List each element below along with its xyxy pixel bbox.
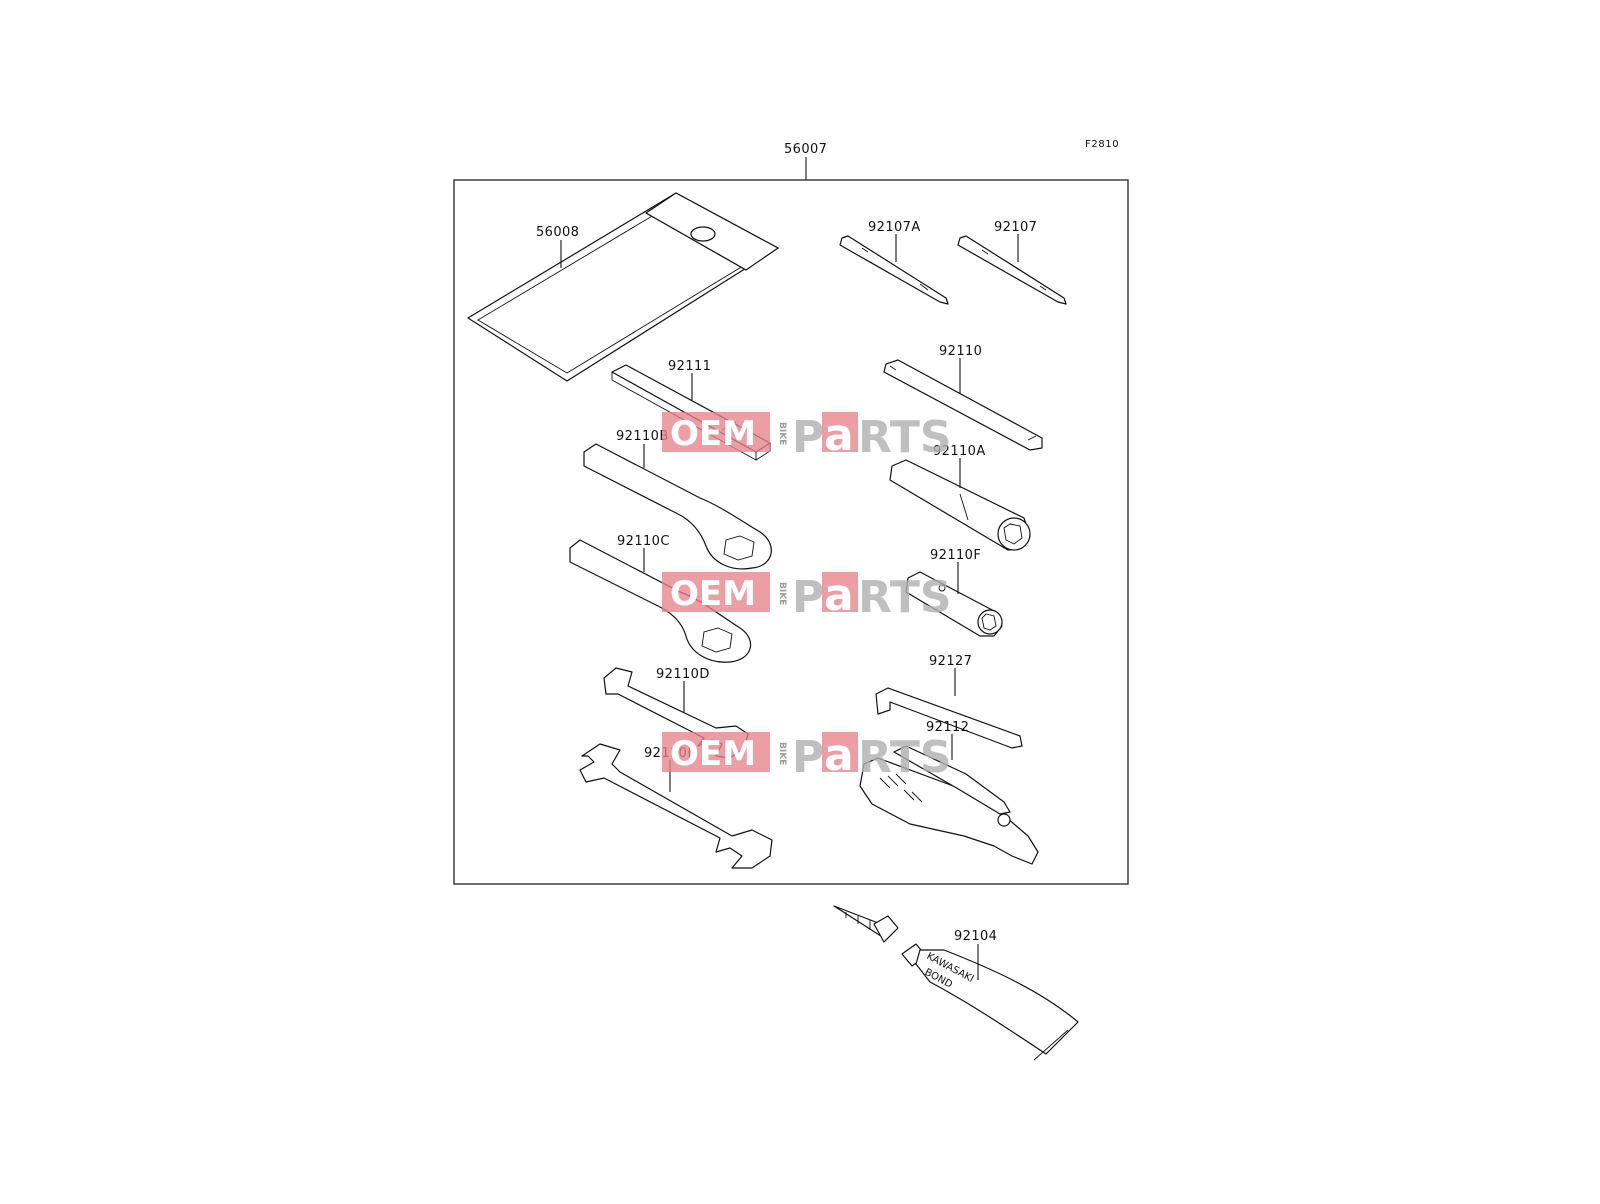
part-number: 92112 [926, 720, 969, 735]
svg-text:BIKE: BIKE [777, 422, 787, 445]
spanner-bar[interactable] [883, 359, 1043, 451]
svg-text:RTS: RTS [858, 572, 952, 623]
svg-text:OEM: OEM [670, 414, 756, 454]
pliers[interactable] [859, 745, 1039, 865]
part-number: 92110A [933, 444, 986, 459]
part-number: 92110D [656, 667, 710, 682]
part-number: 92111 [668, 359, 711, 374]
svg-text:BIKE: BIKE [777, 582, 787, 605]
box-spanner-a[interactable] [889, 459, 1031, 551]
svg-text:a: a [824, 570, 854, 621]
ring-wrench-b[interactable] [583, 443, 772, 570]
svg-text:P: P [792, 412, 824, 463]
hex-key[interactable] [875, 687, 1023, 749]
svg-text:P: P [792, 732, 824, 783]
part-number: 92107 [994, 220, 1037, 235]
svg-text:a: a [824, 410, 854, 461]
svg-text:a: a [824, 730, 854, 781]
screwdriver-bit[interactable] [957, 235, 1067, 305]
part-number: 92110B [616, 429, 669, 444]
part-number: 92104 [954, 929, 997, 944]
svg-text:P: P [792, 572, 824, 623]
svg-text:BIKE: BIKE [777, 742, 787, 765]
figure-code: F2810 [1085, 139, 1119, 150]
screwdriver-bit-a[interactable] [839, 235, 949, 305]
svg-text:OEM: OEM [670, 574, 756, 614]
part-number: 92127 [929, 654, 972, 669]
part-number: 56008 [536, 225, 579, 240]
part-number: 92107A [868, 220, 921, 235]
part-number: 92110F [930, 548, 981, 563]
tool-pouch[interactable] [467, 192, 779, 382]
svg-text:RTS: RTS [858, 732, 952, 783]
kit-number: 56007 [784, 142, 827, 157]
part-number: 92110C [617, 534, 670, 549]
watermark-logo: OEM BIKE P a RTS OEM BIKE P a RTS OEM BI… [662, 410, 952, 783]
part-number: 92110 [939, 344, 982, 359]
kit-frame [453, 157, 1129, 885]
svg-text:OEM: OEM [670, 734, 756, 774]
box-spanner-f[interactable] [905, 571, 1003, 637]
open-wrench-e[interactable] [579, 743, 773, 869]
svg-text:RTS: RTS [858, 412, 952, 463]
